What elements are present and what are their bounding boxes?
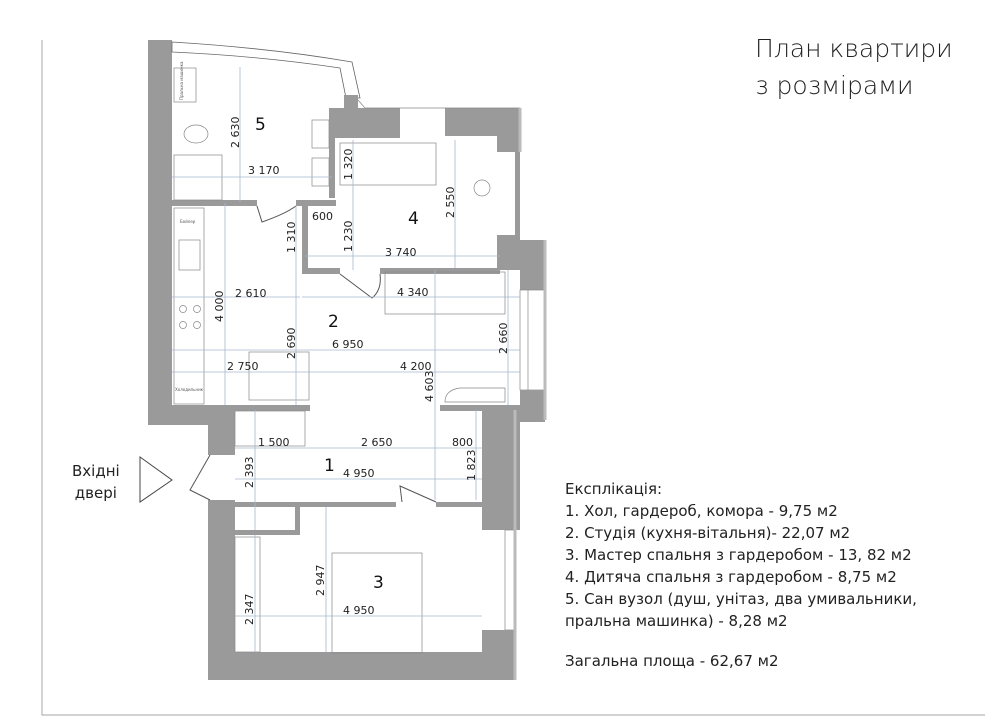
total-area: Загальна площа - 62,67 м2 [565,652,779,670]
dim-label: 4 340 [397,286,429,299]
dim-label: 3 170 [248,164,280,177]
explication-item: 4. Дитяча спальня з гардеробом - 8,75 м2 [565,568,897,586]
sofa [384,271,506,315]
explication-item: 1. Хол, гардероб, комора - 9,75 м2 [565,502,838,520]
walls [148,40,547,680]
dim-label: 1 230 [342,221,355,253]
dim-label: 2 660 [497,323,510,355]
washer [173,67,197,103]
dim-label: 3 740 [385,246,417,259]
furniture: Пральна машинка Бойлер Холодильник [173,61,506,654]
doors [189,205,437,503]
title-line-1: План квартири [755,34,953,63]
room-number-4: 4 [408,209,419,229]
wardrobe [234,536,261,653]
dim-label: 800 [452,436,473,449]
wardrobe-hall [234,410,306,447]
dim-label: 1 310 [285,222,298,254]
page-frame [41,40,985,716]
room-number-1: 1 [324,456,335,476]
dim-label: 2 630 [229,117,242,149]
fridge-label: Холодильник [175,387,204,392]
dimension-labels: 2 630 3 170 1 320 2 550 600 1 230 3 740 … [213,117,510,626]
dim-label: 4 950 [343,604,375,617]
dimension-lines [172,67,520,652]
entry-line-2: двері [74,484,117,502]
plan-title: План квартири з розмірами [755,30,953,104]
room-number-2: 2 [328,312,339,332]
bed-master [331,552,423,654]
explication-heading: Експлікація: [565,480,663,498]
explication-item: пральна машинка) - 8,28 м2 [565,612,788,630]
dim-label: 4 000 [213,291,226,323]
washer-label: Пральна машинка [179,61,184,100]
dim-label: 6 950 [332,338,364,351]
cooktop-icon [179,305,201,329]
shower [173,154,223,201]
boiler-label: Бойлер [180,219,196,224]
sink-icon [311,119,330,149]
explication-item: 3. Мастер спальня з гардеробом - 13, 82 … [565,546,912,564]
entry-label: Вхідні двері [72,460,120,504]
sink-icon [311,157,330,187]
dim-label: 1 823 [465,450,478,482]
dim-label: 4 200 [400,360,432,373]
title-line-2: з розмірами [755,71,914,100]
dim-label: 4 603 [423,371,436,403]
kitchen-counter [173,207,205,405]
dim-label: 2 690 [285,328,298,360]
dim-label: 4 950 [343,467,375,480]
dim-label: 2 550 [444,187,457,219]
explication: Експлікація: 1. Хол, гардероб, комора - … [565,478,917,672]
entry-arrow-icon [139,456,173,503]
dim-label: 2 347 [243,594,256,626]
tv-unit [444,387,506,403]
dining-table [248,351,310,401]
kitchen-sink-icon [178,239,201,271]
dim-label: 2 650 [361,436,393,449]
dim-label: 2 393 [243,457,256,489]
dim-label: 2 947 [314,565,327,597]
dim-label: 2 750 [227,360,259,373]
dim-label: 1 320 [342,149,355,181]
dim-label: 1 500 [258,436,290,449]
dim-label: 600 [312,210,333,223]
entry-line-1: Вхідні [72,462,120,480]
explication-item: 2. Студія (кухня-вітальня)- 22,07 м2 [565,524,851,542]
toilet-icon [183,124,209,144]
explication-item: 5. Сан вузол (душ, унітаз, два умивальни… [565,590,917,608]
dim-label: 2 610 [235,287,267,300]
chair-icon [473,179,491,197]
bed-child [339,142,437,186]
room-number-3: 3 [373,573,384,593]
room-number-5: 5 [255,115,266,135]
